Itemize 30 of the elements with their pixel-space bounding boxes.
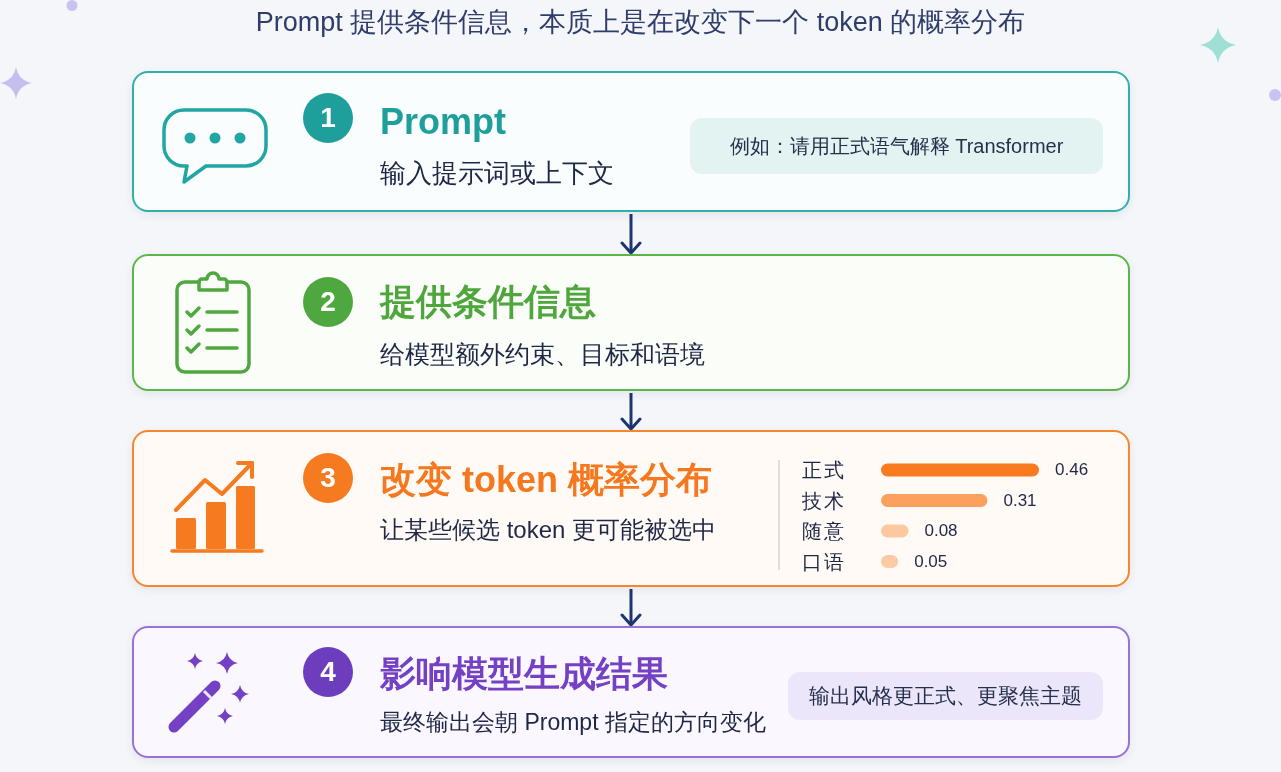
step-description: 让某些候选 token 更可能被选中 (380, 515, 717, 545)
category-label: 随意 (802, 519, 846, 544)
step-number-badge: 2 (303, 277, 353, 327)
category-label: 口语 (802, 549, 846, 575)
step-card (132, 71, 1130, 212)
step-title: 提供条件信息 (380, 280, 596, 324)
arrow (620, 214, 642, 255)
arrow (620, 393, 642, 431)
step-number-badge: 3 (303, 453, 353, 503)
arrow (620, 589, 642, 627)
step-number-badge: 4 (303, 647, 353, 697)
step-title: Prompt (380, 100, 506, 144)
note-pill: 例如：请用正式语气解释 Transformer (690, 118, 1103, 174)
value-label: 0.08 (924, 520, 958, 542)
step-description: 最终输出会朝 Prompt 指定的方向变化 (380, 708, 766, 737)
step-card (132, 254, 1130, 391)
step-card (132, 626, 1130, 758)
step-title: 影响模型生成结果 (380, 652, 668, 696)
value-label: 0.46 (1055, 459, 1089, 481)
step-number-badge: 1 (303, 93, 353, 143)
step-card (132, 430, 1130, 587)
value-label: 0.31 (1003, 489, 1037, 512)
title: Prompt 提供条件信息，本质上是在改变下一个 token 的概率分布 (255, 6, 1026, 39)
step-description: 输入提示词或上下文 (380, 157, 614, 189)
step-title: 改变 token 概率分布 (380, 458, 712, 502)
value-label: 0.05 (914, 550, 948, 573)
category-label: 正式 (802, 458, 846, 483)
note-pill: 输出风格更正式、更聚焦主题 (788, 672, 1103, 720)
category-label: 技术 (802, 488, 846, 514)
step-description: 给模型额外约束、目标和语境 (380, 339, 705, 370)
